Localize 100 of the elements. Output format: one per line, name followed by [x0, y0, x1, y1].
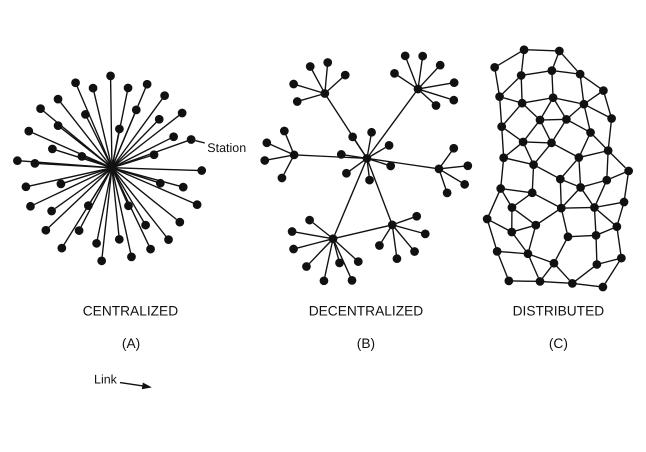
connector — [114, 169, 177, 220]
node-circle — [556, 203, 566, 212]
node-circle — [320, 276, 328, 285]
connector — [101, 171, 112, 256]
node-circle — [414, 84, 422, 93]
connector — [116, 168, 180, 186]
node-circle — [449, 143, 458, 152]
connector — [56, 149, 108, 167]
connector — [592, 134, 606, 148]
connector — [514, 208, 533, 223]
connector — [494, 70, 500, 92]
connector — [514, 234, 526, 251]
connector — [556, 265, 570, 280]
node-circle — [124, 83, 132, 92]
connector — [574, 266, 594, 282]
node-circle — [169, 132, 178, 141]
node-circle — [280, 126, 289, 135]
connector — [380, 227, 391, 242]
connector — [367, 136, 372, 154]
connector — [406, 58, 418, 86]
node-circle — [580, 99, 588, 108]
connector — [595, 238, 598, 260]
connector — [488, 192, 500, 216]
label: CENTRALIZED — [82, 303, 178, 318]
connector — [422, 89, 450, 100]
connector — [560, 182, 562, 204]
connector — [515, 225, 532, 232]
node-circle — [536, 115, 544, 124]
connector — [504, 128, 520, 140]
connector — [528, 228, 536, 250]
connector — [504, 105, 520, 124]
node-circle — [400, 50, 410, 60]
node-circle — [114, 234, 124, 244]
connector — [556, 70, 576, 74]
node-circle — [92, 238, 101, 248]
label: DECENTRALIZED — [308, 303, 424, 318]
node-circle — [30, 158, 40, 168]
connector — [502, 191, 511, 204]
label: (A) — [122, 336, 140, 351]
node-circle — [141, 220, 150, 229]
node-circle — [367, 127, 376, 136]
node-circle — [434, 164, 444, 173]
connector — [420, 90, 434, 103]
connector — [93, 91, 112, 164]
connector — [551, 74, 554, 94]
connector — [116, 168, 157, 182]
connector — [580, 135, 590, 154]
connector — [532, 168, 534, 188]
node-circle — [365, 175, 374, 184]
connector — [544, 118, 562, 120]
connector — [345, 154, 364, 158]
node-circle — [335, 258, 344, 267]
node-circle — [490, 62, 500, 72]
connector — [604, 260, 620, 284]
node-circle — [56, 179, 66, 188]
connector — [583, 75, 601, 88]
connector — [587, 104, 608, 117]
node-circle — [604, 146, 612, 154]
connector — [606, 154, 609, 176]
node-circle — [436, 60, 445, 70]
connector — [511, 211, 513, 228]
connector — [76, 86, 112, 164]
connector — [498, 50, 522, 66]
node-circle — [164, 234, 173, 244]
connector — [285, 134, 294, 151]
connector — [442, 170, 462, 182]
node-circle — [47, 206, 56, 215]
connector — [326, 96, 366, 155]
connector — [604, 94, 612, 114]
connector — [112, 170, 132, 253]
node-circle — [504, 276, 514, 285]
connector — [368, 91, 416, 155]
node-circle — [348, 132, 358, 141]
connector — [586, 92, 601, 102]
label: DISTRIBUTED — [512, 303, 604, 318]
node-circle — [590, 202, 599, 212]
node-circle — [547, 138, 556, 147]
node-circle — [150, 150, 158, 159]
connector — [422, 82, 451, 88]
node-circle — [450, 78, 459, 87]
node-circle — [97, 256, 106, 265]
node-circle — [420, 229, 430, 238]
connector — [396, 216, 414, 224]
node-circle — [482, 214, 492, 223]
node-circle — [529, 160, 538, 169]
connector — [597, 209, 614, 224]
connector — [572, 234, 592, 237]
connector — [80, 170, 111, 227]
connector — [501, 130, 504, 154]
connector — [32, 132, 109, 166]
node-circle — [127, 252, 136, 261]
connector — [538, 209, 558, 224]
node-circle — [607, 114, 616, 122]
connector — [594, 210, 596, 231]
node-circle — [602, 175, 612, 184]
node-circle — [192, 200, 202, 208]
node-circle — [290, 150, 298, 159]
connector — [112, 170, 128, 202]
node-circle — [550, 258, 558, 268]
connector — [596, 182, 606, 204]
